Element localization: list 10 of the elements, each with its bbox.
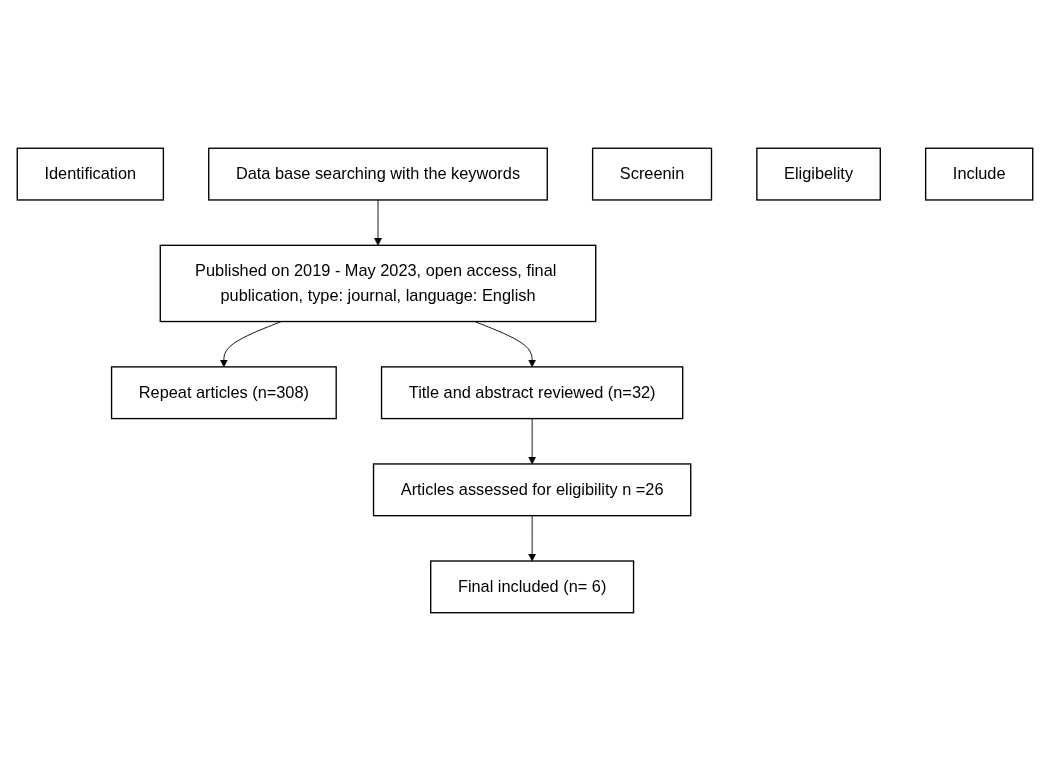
node-box: Screenin [591, 147, 713, 201]
node-box: Final included (n= 6) [430, 559, 635, 613]
node-box: Eligibelity [756, 147, 881, 201]
node-box: Published on 2019 - May 2023, open access, final publication, type: journal, language: English [159, 244, 597, 322]
node-box: Articles assessed for eligibility n =26 [372, 462, 692, 516]
node-box: Identification [16, 147, 165, 201]
node-box: Title and abstract reviewed (n=32) [380, 365, 684, 419]
node-box: Data base searching with the keywords [208, 147, 548, 201]
node-box: Repeat articles (n=308) [110, 365, 337, 419]
node-box: Include [924, 147, 1034, 201]
